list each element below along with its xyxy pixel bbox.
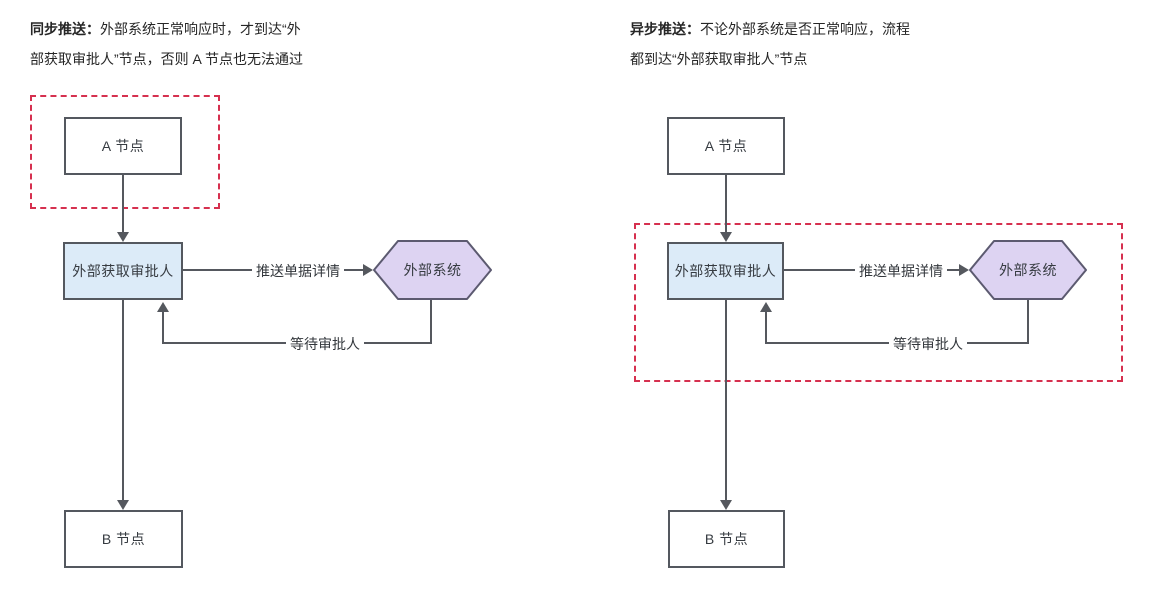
arrowhead-right-icon xyxy=(959,264,969,276)
connector-a-to-approver xyxy=(122,175,124,233)
hexagon-shape-icon xyxy=(373,240,492,300)
title-emphasis: 异步推送： xyxy=(630,21,700,37)
node-approver: 外部获取审批人 xyxy=(667,242,784,300)
edge-label-wait: 等待审批人 xyxy=(889,334,967,354)
node-external-label: 外部系统 xyxy=(403,262,462,278)
connector-approver-to-b xyxy=(122,300,124,500)
arrowhead-up-icon xyxy=(157,302,169,312)
hexagon-shape-icon xyxy=(969,240,1087,300)
node-a: A 节点 xyxy=(667,117,785,175)
arrowhead-down-icon xyxy=(117,232,129,242)
diagram-title-sync: 同步推送：外部系统正常响应时，才到达“外 部获取审批人”节点，否则 A 节点也无… xyxy=(30,14,303,74)
connector-wait-segment-down xyxy=(430,300,432,343)
connector-a-to-approver xyxy=(725,175,727,233)
node-b: B 节点 xyxy=(64,510,183,568)
arrowhead-up-icon xyxy=(760,302,772,312)
title-line-2: 部获取审批人”节点，否则 A 节点也无法通过 xyxy=(30,51,304,67)
connector-wait-segment-up xyxy=(162,312,164,343)
node-approver: 外部获取审批人 xyxy=(63,242,183,300)
title-emphasis: 同步推送： xyxy=(30,21,100,37)
connector-approver-to-b xyxy=(725,300,727,500)
diagram-title-async: 异步推送：不论外部系统是否正常响应，流程 都到达“外部获取审批人”节点 xyxy=(630,14,910,74)
title-line-1: 同步推送：外部系统正常响应时，才到达“外 xyxy=(30,14,303,44)
arrowhead-down-icon xyxy=(117,500,129,510)
node-external-label: 外部系统 xyxy=(999,262,1057,278)
edge-label-push: 推送单据详情 xyxy=(855,261,947,281)
highlight-dashed-box-approver-flow xyxy=(634,223,1123,382)
arrowhead-down-icon xyxy=(720,232,732,242)
node-a: A 节点 xyxy=(64,117,182,175)
title-text: 外部系统正常响应时，才到达“外 xyxy=(100,21,301,37)
connector-wait-segment-down xyxy=(1027,300,1029,343)
highlight-dashed-box-a-node xyxy=(30,95,220,209)
edge-label-wait: 等待审批人 xyxy=(286,334,364,354)
title-line-1: 异步推送：不论外部系统是否正常响应，流程 xyxy=(630,14,910,44)
node-external-system: 外部系统 xyxy=(969,240,1087,300)
title-line-2: 都到达“外部获取审批人”节点 xyxy=(630,51,808,67)
node-external-system: 外部系统 xyxy=(373,240,492,300)
arrowhead-down-icon xyxy=(720,500,732,510)
node-b: B 节点 xyxy=(668,510,785,568)
arrowhead-right-icon xyxy=(363,264,373,276)
edge-label-push: 推送单据详情 xyxy=(252,261,344,281)
connector-wait-segment-up xyxy=(765,312,767,343)
title-text: 不论外部系统是否正常响应，流程 xyxy=(700,21,910,37)
